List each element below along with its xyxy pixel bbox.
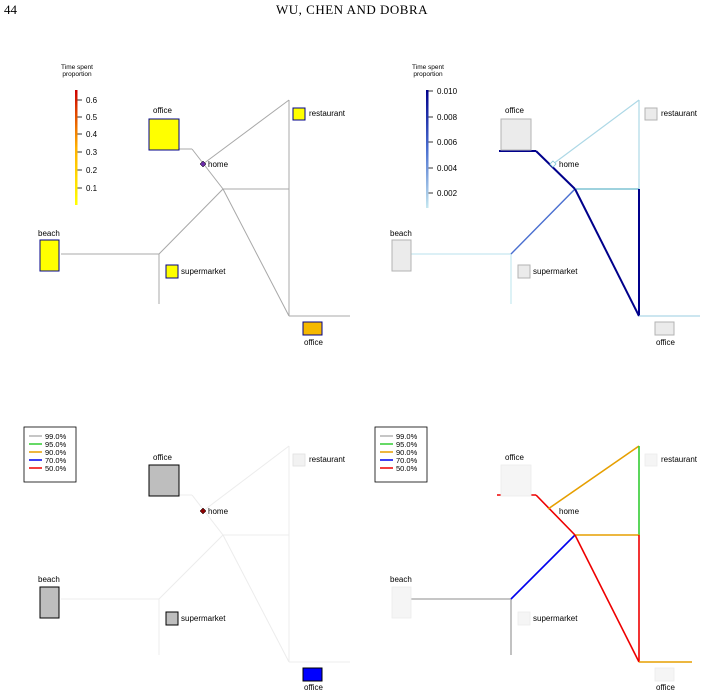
location-box-office-2 <box>302 667 323 682</box>
road-network-faint <box>61 445 350 663</box>
legend-label: 99.0% <box>396 432 418 441</box>
colorbar-tick: 0.1 <box>86 184 98 193</box>
colorbar-title-line1: Time spent <box>61 64 93 71</box>
location-label-supermarket: supermarket <box>181 267 226 276</box>
colorbar-tick: 0.010 <box>437 87 458 96</box>
legend-entries: 99.0% 95.0% 90.0% 70.0% 50.0% <box>380 432 418 473</box>
road-network-colored <box>411 99 700 317</box>
location-box-office-2 <box>654 321 675 336</box>
location-box-restaurant <box>292 453 306 467</box>
panel-gray-regions: 99.0% 95.0% 90.0% 70.0% 50.0% office res… <box>23 426 350 692</box>
location-label-supermarket: supermarket <box>181 614 226 623</box>
location-label-restaurant: restaurant <box>661 109 698 118</box>
location-box-office <box>148 118 180 151</box>
legend-label: 90.0% <box>45 448 67 457</box>
panel-time-spent: Time spent proportion 0.6 0.5 0.4 0.3 0.… <box>38 64 350 347</box>
location-box-office-2 <box>654 667 675 682</box>
location-box-beach <box>391 239 412 272</box>
location-box-supermarket <box>165 611 179 626</box>
location-box-supermarket <box>517 264 531 279</box>
home-marker <box>199 160 207 168</box>
colorbar-yellow-red <box>75 90 78 205</box>
panel-time-spent-blue: Time spent proportion 0.010 0.008 0.006 … <box>390 64 700 347</box>
location-label-office: office <box>153 106 173 115</box>
location-label-home: home <box>559 507 580 516</box>
colorbar-tick: 0.006 <box>437 138 458 147</box>
colorbar-tick: 0.004 <box>437 164 458 173</box>
location-label-supermarket: supermarket <box>533 267 578 276</box>
location-box-office <box>500 118 532 151</box>
location-box-supermarket <box>517 611 531 626</box>
panel-confidence-paths: 99.0% 95.0% 90.0% 70.0% 50.0% office <box>374 426 698 692</box>
legend-label: 50.0% <box>45 464 67 473</box>
legend-label: 95.0% <box>45 440 67 449</box>
colorbar-tick: 0.4 <box>86 130 98 139</box>
location-box-beach <box>39 239 60 272</box>
legend-label: 99.0% <box>45 432 67 441</box>
legend-label: 90.0% <box>396 448 418 457</box>
location-label-beach: beach <box>390 575 412 584</box>
location-box-beach <box>391 586 412 619</box>
location-label-restaurant: restaurant <box>309 455 346 464</box>
road-network <box>61 99 350 317</box>
location-box-restaurant <box>644 453 658 467</box>
running-head: WU, CHEN AND DOBRA <box>276 2 428 17</box>
location-label-office: office <box>505 106 525 115</box>
location-box-office-2 <box>302 321 323 336</box>
location-label-office: office <box>505 453 525 462</box>
location-label-beach: beach <box>390 229 412 238</box>
colorbar-tick: 0.2 <box>86 166 98 175</box>
location-box-restaurant <box>292 107 306 121</box>
legend-label: 70.0% <box>45 456 67 465</box>
legend-label: 95.0% <box>396 440 418 449</box>
location-label-home: home <box>559 160 580 169</box>
location-box-restaurant <box>644 107 658 121</box>
location-label-restaurant: restaurant <box>309 109 346 118</box>
location-box-beach <box>39 586 60 619</box>
location-label-office-2: office <box>304 683 324 692</box>
legend-label: 50.0% <box>396 464 418 473</box>
colorbar-tick: 0.002 <box>437 189 458 198</box>
location-label-supermarket: supermarket <box>533 614 578 623</box>
home-marker <box>199 507 207 515</box>
location-label-beach: beach <box>38 229 60 238</box>
colorbar-blue <box>426 90 429 208</box>
road-network-confidence <box>411 445 692 663</box>
location-label-home: home <box>208 160 229 169</box>
legend-entries: 99.0% 95.0% 90.0% 70.0% 50.0% <box>29 432 67 473</box>
location-label-office-2: office <box>656 683 676 692</box>
location-label-office: office <box>153 453 173 462</box>
colorbar-tick: 0.008 <box>437 113 458 122</box>
colorbar-title-line2: proportion <box>413 71 443 78</box>
legend-label: 70.0% <box>396 456 418 465</box>
page-number: 44 <box>4 2 17 17</box>
colorbar-tick: 0.3 <box>86 148 98 157</box>
home-marker <box>549 160 557 168</box>
location-label-home: home <box>208 507 229 516</box>
location-box-supermarket <box>165 264 179 279</box>
colorbar-tick: 0.5 <box>86 113 98 122</box>
location-label-office-2: office <box>304 338 324 347</box>
location-box-office <box>500 464 532 497</box>
location-box-office <box>148 464 180 497</box>
colorbar-tick: 0.6 <box>86 96 98 105</box>
colorbar-title-line2: proportion <box>62 71 92 78</box>
location-label-beach: beach <box>38 575 60 584</box>
location-label-office-2: office <box>656 338 676 347</box>
location-label-restaurant: restaurant <box>661 455 698 464</box>
colorbar-title-line1: Time spent <box>412 64 444 71</box>
